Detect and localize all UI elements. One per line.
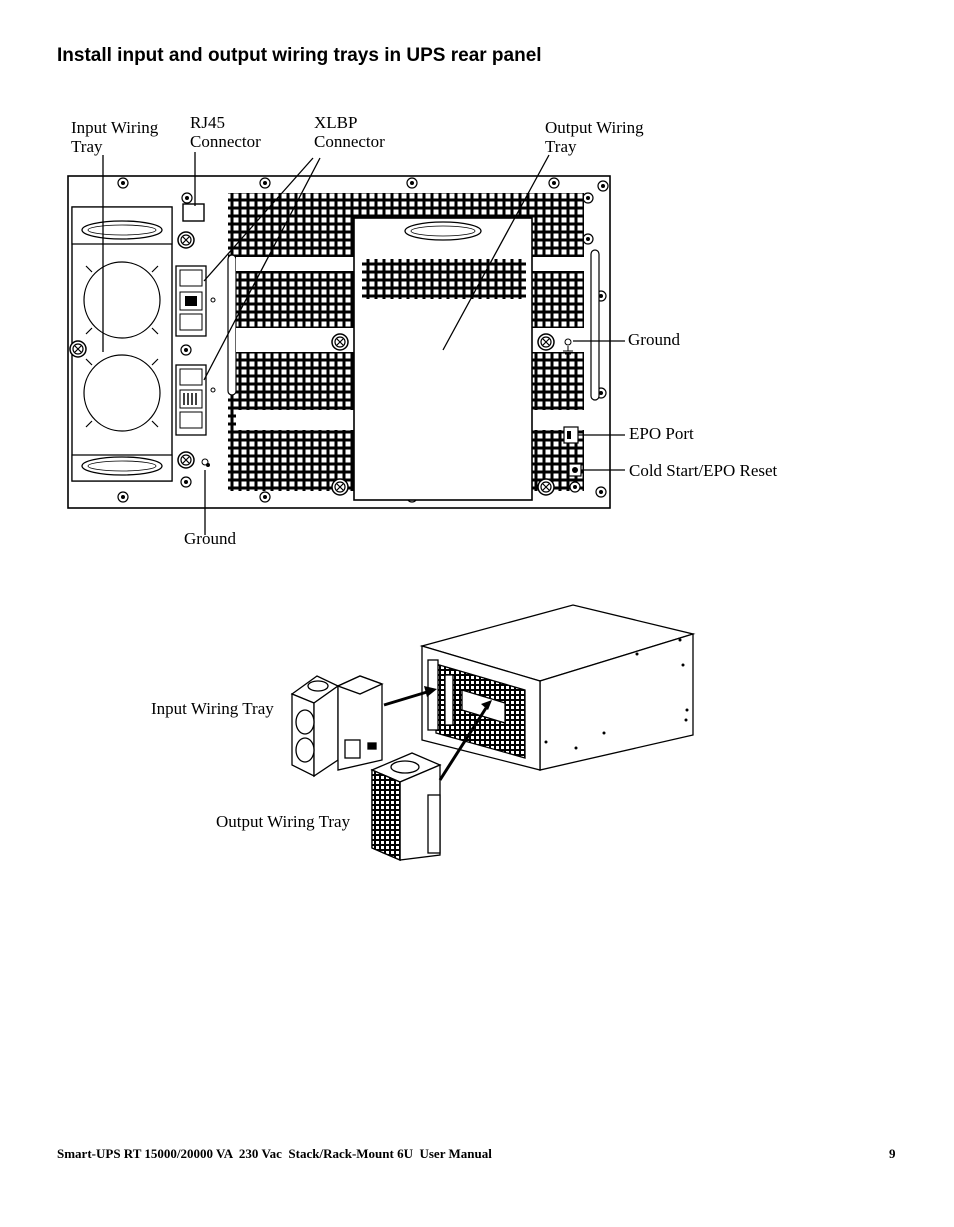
footer-manual-title: Smart-UPS RT 15000/20000 VA 230 Vac Stac… [57, 1146, 492, 1161]
ups-unit-isometric [419, 604, 696, 771]
rj45-connector [182, 203, 205, 222]
output-wiring-tray-isometric [370, 752, 442, 861]
label-input-wiring-tray: Input Wiring Tray [71, 118, 159, 156]
install-arrows [383, 686, 492, 781]
label-xlbp-connector: XLBP Connector [314, 113, 385, 151]
cold-start-button [568, 463, 582, 477]
input-wiring-tray-isometric [290, 675, 384, 778]
label-rj45-connector: RJ45 Connector [190, 113, 261, 151]
xlbp-connector-upper [175, 265, 207, 337]
label-ground-right: Ground [628, 330, 680, 349]
page-title: Install input and output wiring trays in… [57, 45, 542, 66]
input-wiring-tray-panel [69, 206, 173, 482]
label-install-output-wiring-tray: Output Wiring Tray [216, 812, 351, 831]
footer-page-number: 9 [889, 1146, 896, 1161]
xlbp-connector-lower [175, 364, 207, 436]
label-cold-start-epo-reset: Cold Start/EPO Reset [629, 461, 778, 480]
label-ground-bottom: Ground [184, 529, 236, 548]
label-install-input-wiring-tray: Input Wiring Tray [151, 699, 274, 718]
output-wiring-tray-panel [331, 217, 555, 501]
label-output-wiring-tray: Output Wiring Tray [545, 118, 644, 156]
label-epo-port: EPO Port [629, 424, 694, 443]
ground-symbol-right [563, 338, 573, 358]
